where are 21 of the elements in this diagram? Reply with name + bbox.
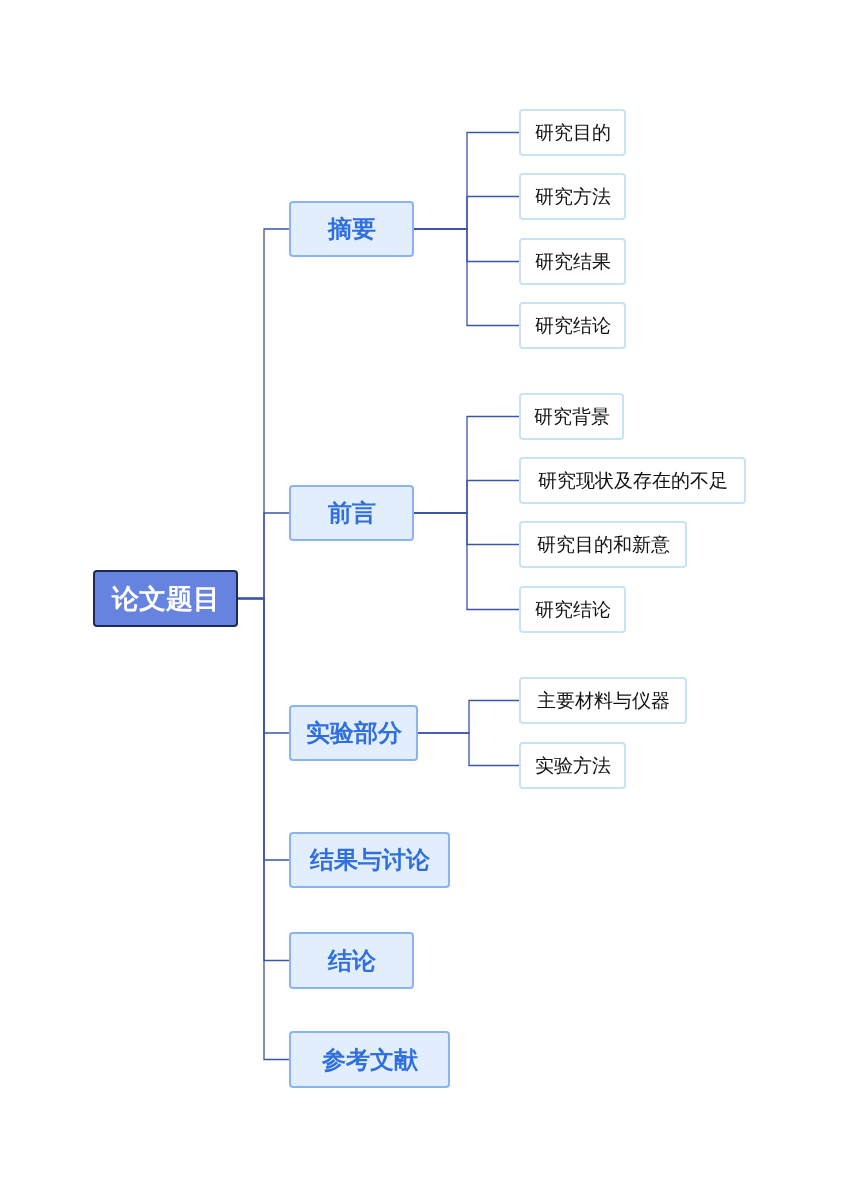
subtopic-box: 研究现状及存在的不足 [519,457,746,504]
root-topic-box: 论文题目 [93,570,238,627]
main-topic-box: 参考文献 [289,1031,450,1088]
main-topic-box: 前言 [289,485,414,541]
subtopic-box: 研究背景 [519,393,624,440]
subtopic-box: 主要材料与仪器 [519,677,687,724]
subtopic-box: 研究结论 [519,302,626,349]
subtopic-box: 研究方法 [519,173,626,220]
subtopic-box: 研究目的和新意 [519,521,687,568]
subtopic-box: 研究结果 [519,238,626,285]
connector-line [413,228,520,327]
subtopic-box: 研究目的 [519,109,626,156]
connector-line [237,597,290,1061]
connector-line [413,512,520,611]
main-topic-box: 结论 [289,932,414,989]
connector-line [417,732,520,767]
subtopic-box: 实验方法 [519,742,626,789]
main-topic-box: 结果与讨论 [289,832,450,888]
main-topic-box: 摘要 [289,201,414,257]
main-topic-box: 实验部分 [289,705,418,761]
subtopic-box: 研究结论 [519,586,626,633]
